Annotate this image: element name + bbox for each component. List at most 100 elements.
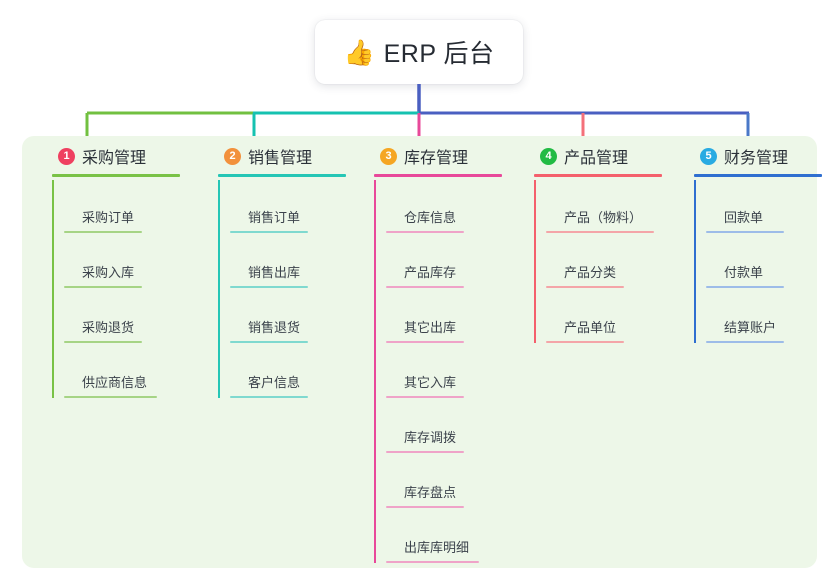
leaf-item-label: 客户信息 xyxy=(248,375,301,390)
leaf-item-label: 库存盘点 xyxy=(404,485,457,500)
branch-items-3: 仓库信息产品库存其它出库其它入库库存调拨库存盘点出库库明细 xyxy=(362,180,522,565)
leaf-item-underline xyxy=(386,286,464,288)
branch-title-4: 产品管理 xyxy=(564,150,629,167)
leaf-item-label: 采购入库 xyxy=(82,265,135,280)
leaf-item-label: 其它出库 xyxy=(404,320,457,335)
leaf-item-label: 付款单 xyxy=(724,265,764,280)
leaf-item-underline xyxy=(230,286,308,288)
branch-items-1: 采购订单采购入库采购退货供应商信息 xyxy=(40,180,200,400)
leaf-item[interactable]: 库存调拨 xyxy=(374,400,522,455)
leaf-item-underline xyxy=(546,231,654,233)
leaf-item[interactable]: 结算账户 xyxy=(694,290,839,345)
branch-items-4: 产品（物料） 产品分类产品单位 xyxy=(522,180,682,345)
branch-columns: 1 采购管理采购订单采购入库采购退货供应商信息 2 销售管理销售订单销售出库销售退货客… xyxy=(22,136,822,568)
branch-underline-2 xyxy=(218,174,346,177)
branch-column-4: 4 产品管理产品（物料） 产品分类产品单位 xyxy=(522,136,682,345)
branch-title-1: 采购管理 xyxy=(82,150,147,167)
leaf-item[interactable]: 其它入库 xyxy=(374,345,522,400)
leaf-item-underline xyxy=(64,396,157,398)
leaf-item-underline xyxy=(706,341,784,343)
branch-spine-3 xyxy=(374,180,376,563)
leaf-item[interactable]: 产品库存 xyxy=(374,235,522,290)
leaf-item[interactable]: 产品（物料） xyxy=(534,180,682,235)
leaf-item-label: 回款单 xyxy=(724,210,764,225)
branch-badge-4: 4 xyxy=(540,147,557,165)
leaf-item-underline xyxy=(546,286,624,288)
branch-spine-1 xyxy=(52,180,54,398)
leaf-item-underline xyxy=(546,341,624,343)
branch-column-2: 2 销售管理销售订单销售出库销售退货客户信息 xyxy=(206,136,366,400)
branch-title-2: 销售管理 xyxy=(248,150,313,167)
leaf-item-label: 出库库明细 xyxy=(404,540,470,555)
leaf-item-underline xyxy=(706,286,784,288)
branch-spine-4 xyxy=(534,180,536,343)
leaf-item[interactable]: 销售退货 xyxy=(218,290,366,345)
leaf-item[interactable]: 采购入库 xyxy=(52,235,200,290)
leaf-item-underline xyxy=(64,286,142,288)
content-panel xyxy=(22,136,817,568)
branch-spine-2 xyxy=(218,180,220,398)
branch-header-2[interactable]: 2 销售管理 xyxy=(206,136,366,176)
leaf-item-label: 其它入库 xyxy=(404,375,457,390)
root-node[interactable]: 👍 ERP 后台 xyxy=(315,20,523,84)
branch-underline-3 xyxy=(374,174,502,177)
thumbs-up-icon: 👍 xyxy=(343,37,375,67)
branch-header-5[interactable]: 5 财务管理 xyxy=(682,136,839,176)
root-title: ERP 后台 xyxy=(383,40,495,68)
leaf-item-label: 销售退货 xyxy=(248,320,301,335)
leaf-item-label: 采购订单 xyxy=(82,210,135,225)
leaf-item-underline xyxy=(64,231,142,233)
leaf-item-underline xyxy=(386,341,464,343)
branch-items-5: 回款单付款单结算账户 xyxy=(682,180,839,345)
branch-title-3: 库存管理 xyxy=(404,150,469,167)
leaf-item[interactable]: 其它出库 xyxy=(374,290,522,345)
branch-badge-1: 1 xyxy=(58,147,75,165)
leaf-item-underline xyxy=(230,231,308,233)
branch-header-1[interactable]: 1 采购管理 xyxy=(40,136,200,176)
leaf-item-underline xyxy=(386,506,464,508)
leaf-item-label: 库存调拨 xyxy=(404,430,457,445)
leaf-item[interactable]: 回款单 xyxy=(694,180,839,235)
branch-header-3[interactable]: 3 库存管理 xyxy=(362,136,522,176)
branch-header-4[interactable]: 4 产品管理 xyxy=(522,136,682,176)
leaf-item-label: 供应商信息 xyxy=(82,375,148,390)
leaf-item[interactable]: 库存盘点 xyxy=(374,455,522,510)
leaf-item-underline xyxy=(386,561,479,563)
branch-column-1: 1 采购管理采购订单采购入库采购退货供应商信息 xyxy=(40,136,200,400)
leaf-item-underline xyxy=(706,231,784,233)
branch-column-3: 3 库存管理仓库信息产品库存其它出库其它入库库存调拨库存盘点出库库明细 xyxy=(362,136,522,565)
branch-underline-5 xyxy=(694,174,822,177)
leaf-item-label: 结算账户 xyxy=(724,320,777,335)
branch-title-5: 财务管理 xyxy=(724,150,789,167)
leaf-item-underline xyxy=(230,341,308,343)
leaf-item-label: 销售订单 xyxy=(248,210,301,225)
leaf-item-label: 产品（物料） xyxy=(564,210,643,225)
leaf-item[interactable]: 供应商信息 xyxy=(52,345,200,400)
leaf-item[interactable]: 采购退货 xyxy=(52,290,200,345)
leaf-item[interactable]: 产品分类 xyxy=(534,235,682,290)
leaf-item-label: 销售出库 xyxy=(248,265,301,280)
leaf-item-underline xyxy=(230,396,308,398)
leaf-item-label: 产品分类 xyxy=(564,265,617,280)
branch-spine-5 xyxy=(694,180,696,343)
leaf-item[interactable]: 仓库信息 xyxy=(374,180,522,235)
leaf-item-underline xyxy=(386,231,464,233)
leaf-item[interactable]: 付款单 xyxy=(694,235,839,290)
leaf-item-label: 产品单位 xyxy=(564,320,617,335)
leaf-item-underline xyxy=(386,451,464,453)
branch-underline-1 xyxy=(52,174,180,177)
leaf-item-underline xyxy=(64,341,142,343)
leaf-item[interactable]: 销售出库 xyxy=(218,235,366,290)
leaf-item[interactable]: 产品单位 xyxy=(534,290,682,345)
leaf-item-underline xyxy=(386,396,464,398)
leaf-item[interactable]: 出库库明细 xyxy=(374,510,522,565)
branch-badge-5: 5 xyxy=(700,147,717,165)
leaf-item[interactable]: 销售订单 xyxy=(218,180,366,235)
branch-badge-2: 2 xyxy=(224,147,241,165)
branch-badge-3: 3 xyxy=(380,147,397,165)
leaf-item[interactable]: 采购订单 xyxy=(52,180,200,235)
branch-column-5: 5 财务管理回款单付款单结算账户 xyxy=(682,136,839,345)
leaf-item-label: 仓库信息 xyxy=(404,210,457,225)
leaf-item[interactable]: 客户信息 xyxy=(218,345,366,400)
